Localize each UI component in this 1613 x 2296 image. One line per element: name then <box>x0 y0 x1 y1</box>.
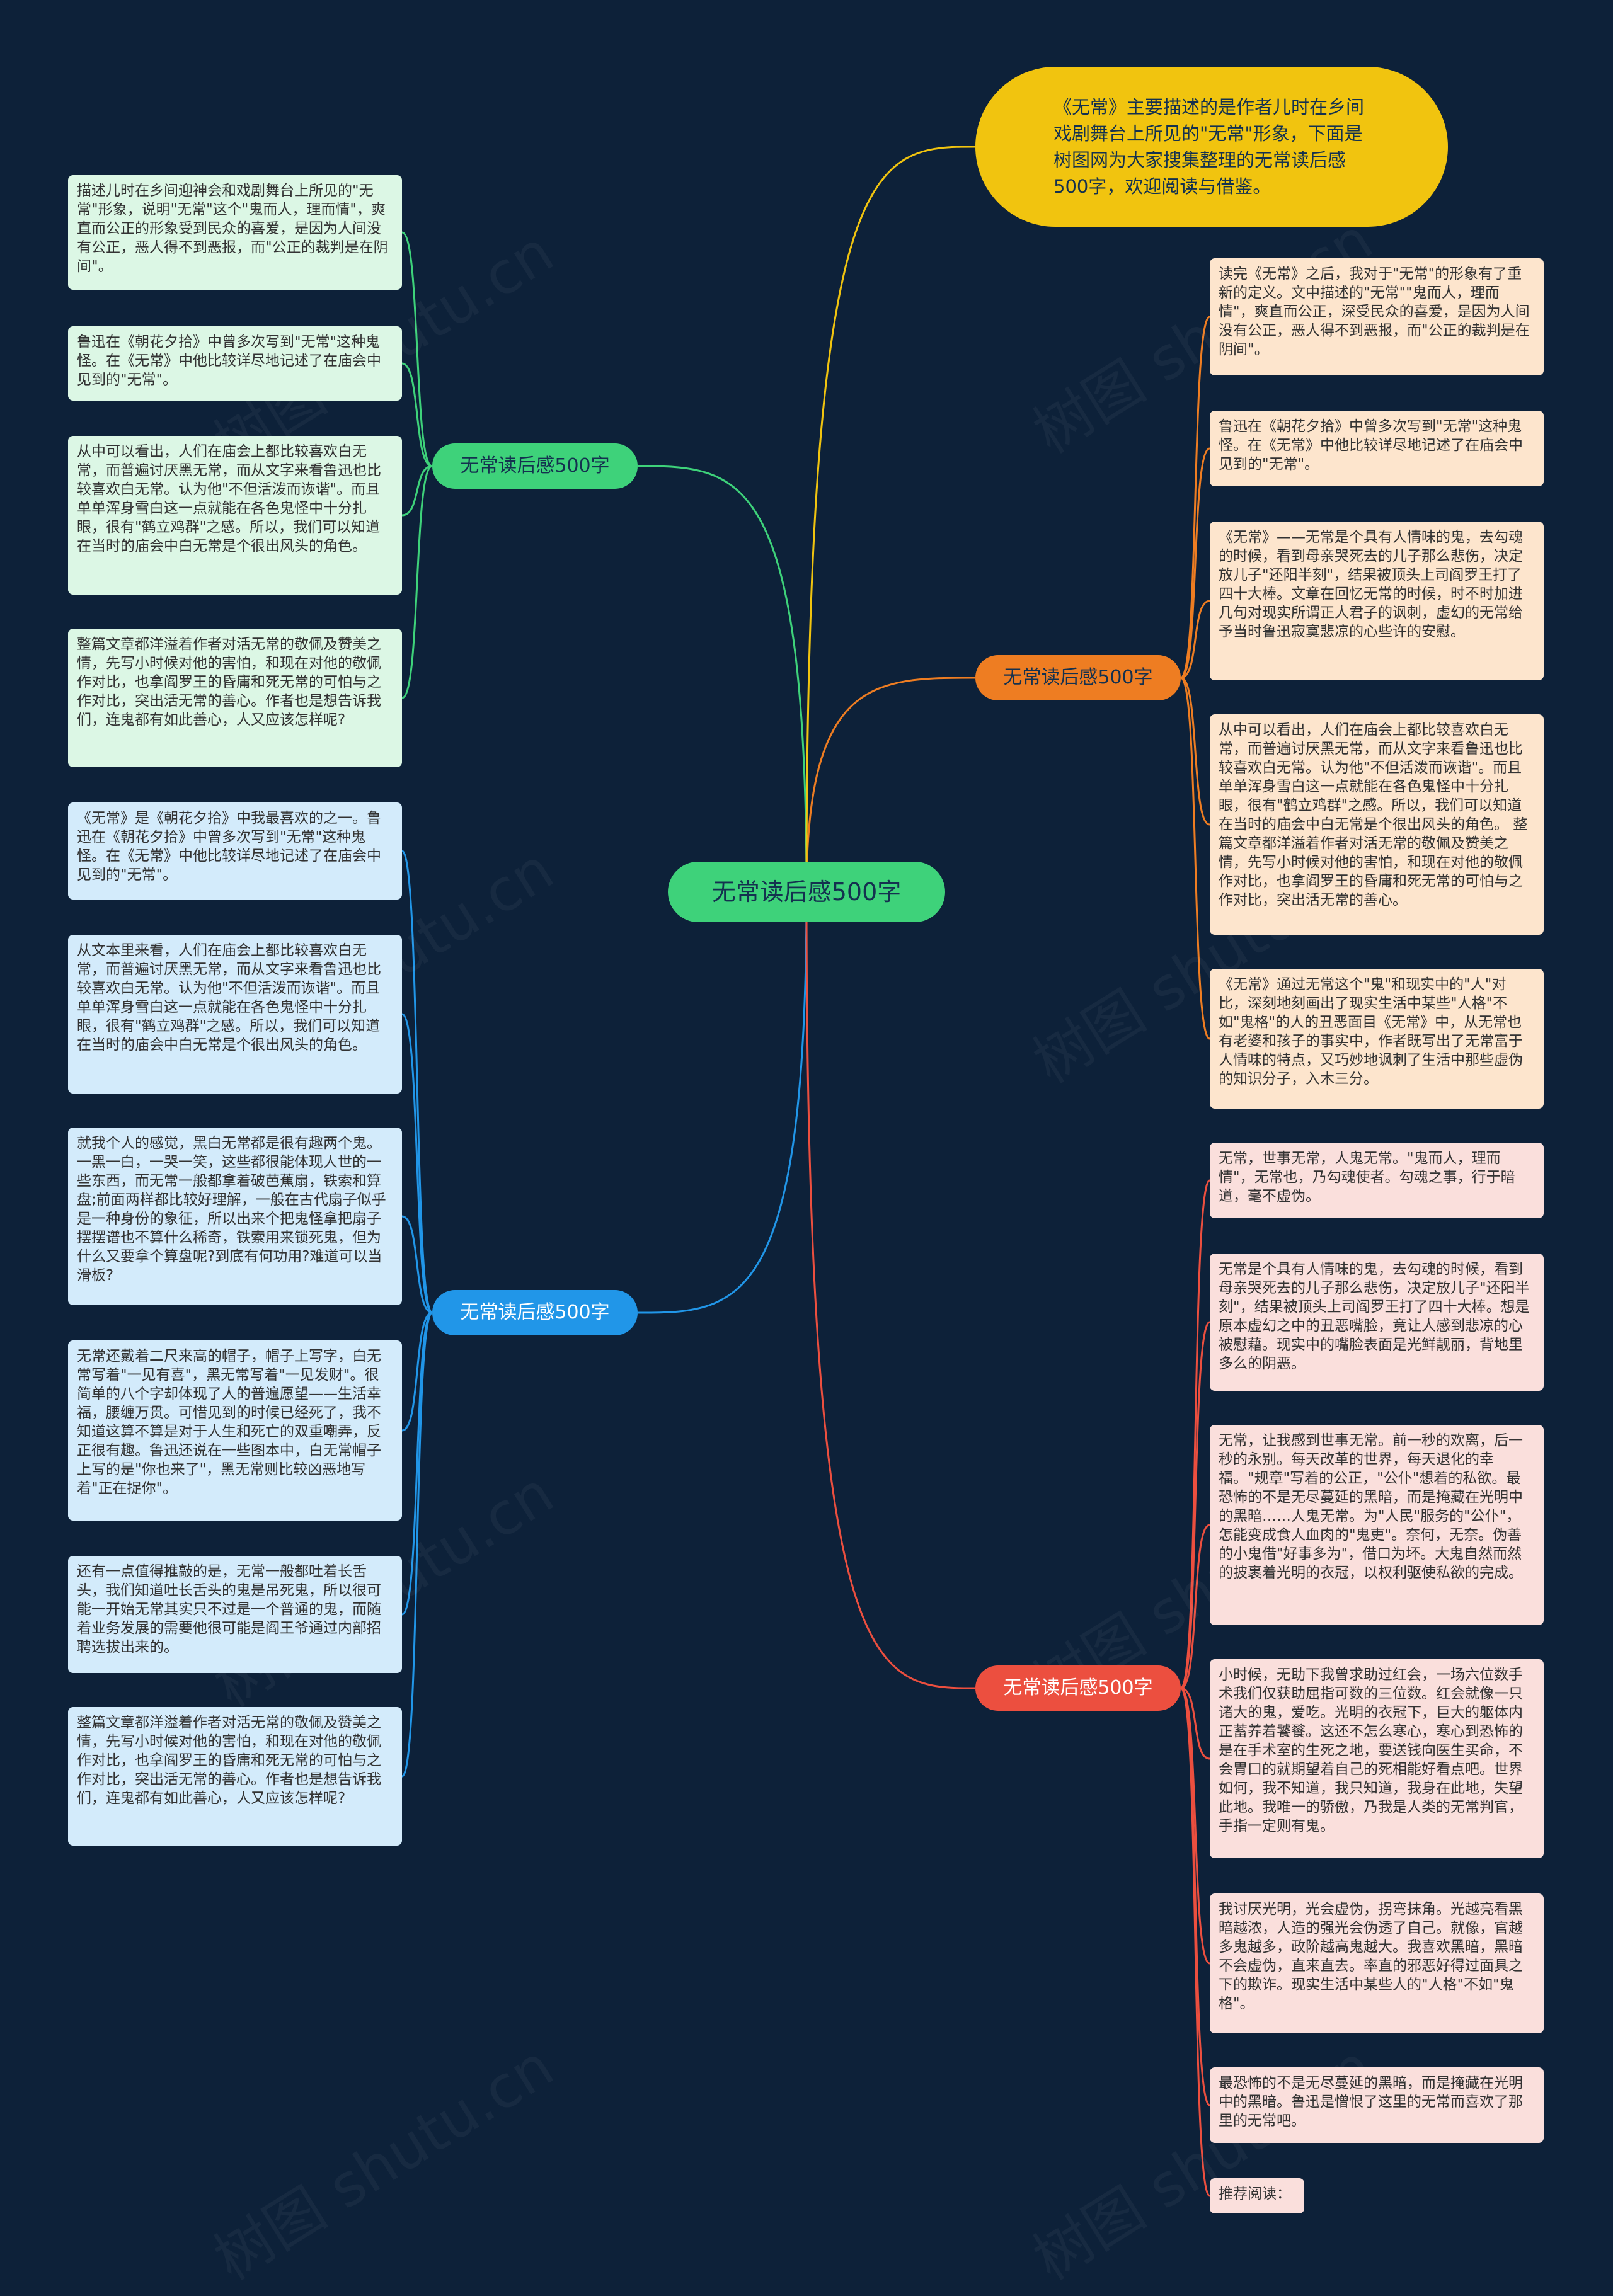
branch-leaf-link <box>1180 600 1210 679</box>
leaf-note[interactable]: 从中可以看出，人们在庙会上都比较喜欢白无常，而普遍讨厌黑无常，而从文字来看鲁迅也… <box>68 436 402 595</box>
branch-leaf-link <box>1180 1321 1211 1689</box>
root-branch-link <box>637 891 808 1314</box>
root-topic[interactable]: 无常读后感500字 <box>668 862 945 922</box>
leaf-note[interactable]: 就我个人的感觉，黑白无常都是很有趣两个鬼。一黑一白，一哭一笑，这些都很能体现人世… <box>68 1128 402 1305</box>
branch-leaf-link <box>401 231 433 467</box>
leaf-note[interactable]: 鲁迅在《朝花夕拾》中曾多次写到"无常"这种鬼怪。在《无常》中他比较详尽地记述了在… <box>68 326 402 401</box>
leaf-note[interactable]: 《无常》——无常是个具有人情味的鬼，去勾魂的时候，看到母亲哭死去的儿子那么悲伤，… <box>1210 522 1544 680</box>
intro-text: 《无常》主要描述的是作者儿时在乡间戏剧舞台上所见的"无常"形象，下面是树图网为大… <box>1053 96 1365 197</box>
branch-leaf-link <box>1180 677 1210 1040</box>
branch-leaf-link <box>401 1311 433 1778</box>
leaf-note[interactable]: 还有一点值得推敲的是，无常一般都吐着长舌头，我们知道吐长舌头的鬼是吊死鬼，所以很… <box>68 1556 402 1673</box>
leaf-note[interactable]: 描述儿时在乡间迎神会和戏剧舞台上所见的"无常"形象，说明"无常"这个"鬼而人，理… <box>68 175 402 290</box>
leaf-note[interactable]: 《无常》通过无常这个"鬼"和现实中的"人"对比，深刻地刻画出了现实生活中某些"人… <box>1210 969 1544 1109</box>
branch-leaf-link <box>1180 1687 1210 1760</box>
branch-blue[interactable]: 无常读后感500字 <box>432 1290 638 1335</box>
branch-leaf-link <box>401 465 433 517</box>
leaf-note[interactable]: 从中可以看出，人们在庙会上都比较喜欢白无常，而普遍讨厌黑无常，而从文字来看鲁迅也… <box>1210 714 1544 935</box>
branch-leaf-link <box>1180 1524 1210 1689</box>
leaf-note[interactable]: 整篇文章都洋溢着作者对活无常的敬佩及赞美之情，先写小时候对他的害怕，和现在对他的… <box>68 629 402 767</box>
leaf-note[interactable]: 最恐怖的不是无尽蔓延的黑暗，而是掩藏在光明中的黑暗。鲁迅是憎恨了这里的无常而喜欢… <box>1210 2067 1544 2143</box>
leaf-note[interactable]: 无常，让我感到世事无常。前一秒的欢离，后一秒的永别。每天改革的世界，每天退化的幸… <box>1210 1425 1544 1625</box>
branch-leaf-link <box>1180 1687 1211 2197</box>
branch-leaf-link <box>1180 677 1210 826</box>
root-branch-link <box>805 677 976 893</box>
leaf-note[interactable]: 鲁迅在《朝花夕拾》中曾多次写到"无常"这种鬼怪。在《无常》中他比较详尽地记述了在… <box>1210 411 1544 486</box>
intro-node[interactable]: 《无常》主要描述的是作者儿时在乡间戏剧舞台上所见的"无常"形象，下面是树图网为大… <box>975 67 1448 227</box>
branch-leaf-link <box>401 1311 433 1432</box>
leaf-note[interactable]: 无常，世事无常，人鬼无常。"鬼而人，理而情"，无常也，乃勾魂使者。勾魂之事，行于… <box>1210 1143 1544 1218</box>
root-branch-link <box>805 146 976 893</box>
branch-leaf-link <box>401 850 433 1314</box>
branch-leaf-link <box>1180 1179 1211 1689</box>
root-branch-link <box>805 891 976 1689</box>
branch-orange[interactable]: 无常读后感500字 <box>975 655 1181 700</box>
leaf-note[interactable]: 无常还戴着二尺来高的帽子，帽子上写字，白无常写着"一见有喜"，黑无常写着"一见发… <box>68 1340 402 1521</box>
leaf-note[interactable]: 《无常》是《朝花夕拾》中我最喜欢的之一。鲁迅在《朝花夕拾》中曾多次写到"无常"这… <box>68 802 402 900</box>
branch-leaf-link <box>401 1311 433 1616</box>
branch-leaf-link <box>401 1215 433 1314</box>
leaf-note[interactable]: 整篇文章都洋溢着作者对活无常的敬佩及赞美之情，先写小时候对他的害怕，和现在对他的… <box>68 1707 402 1846</box>
branch-leaf-link <box>1180 1687 1210 1965</box>
branch-leaf-link <box>1180 447 1210 679</box>
leaf-note[interactable]: 推荐阅读： <box>1210 2178 1304 2213</box>
branch-leaf-link <box>401 362 433 467</box>
leaf-note[interactable]: 小时候，无助下我曾求助过红会，一场六位数手术我们仅获助屈指可数的三位数。红会就像… <box>1210 1659 1544 1858</box>
leaf-note[interactable]: 从文本里来看，人们在庙会上都比较喜欢白无常，而普遍讨厌黑无常，而从文字来看鲁迅也… <box>68 935 402 1094</box>
leaf-note[interactable]: 我讨厌光明，光会虚伪，拐弯抹角。光越亮看黑暗越浓，人造的强光会伪透了自己。就像，… <box>1210 1893 1544 2033</box>
leaf-note[interactable]: 无常是个具有人情味的鬼，去勾魂的时候，看到母亲哭死去的儿子那么悲伤，决定放儿子"… <box>1210 1254 1544 1391</box>
leaf-note[interactable]: 读完《无常》之后，我对于"无常"的形象有了重新的定义。文中描述的"无常""鬼而人… <box>1210 258 1544 375</box>
branch-leaf-link <box>401 1013 433 1314</box>
branch-leaf-link <box>1180 316 1210 679</box>
branch-green[interactable]: 无常读后感500字 <box>432 443 638 489</box>
root-branch-link <box>637 465 808 893</box>
branch-red[interactable]: 无常读后感500字 <box>975 1665 1181 1711</box>
branch-leaf-link <box>401 465 433 699</box>
